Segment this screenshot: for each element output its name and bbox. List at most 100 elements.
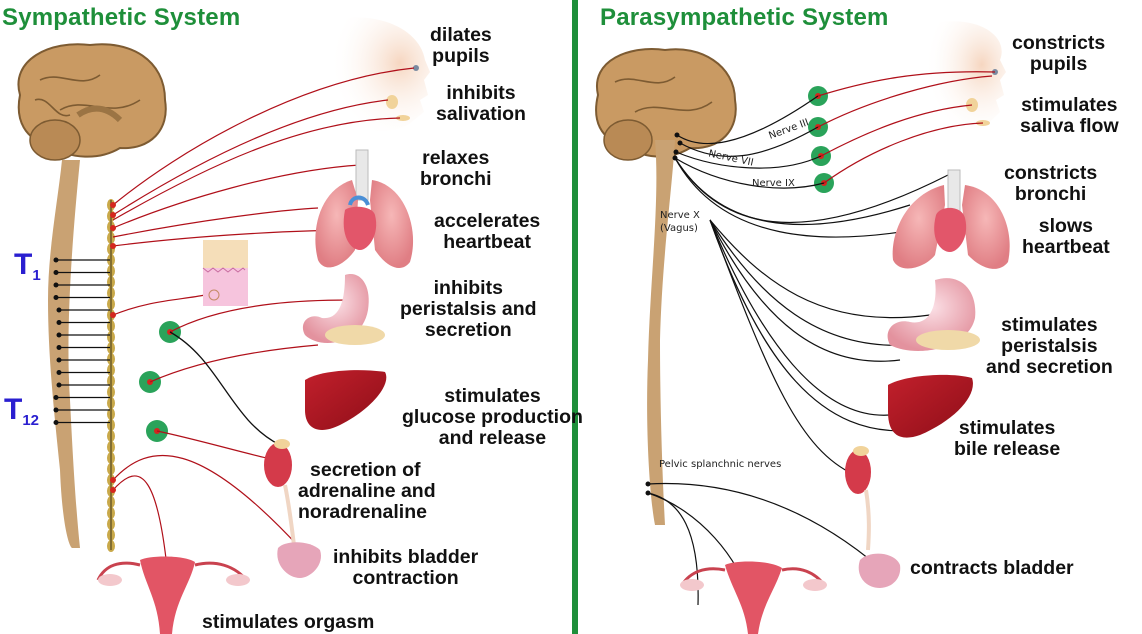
brain-icon [17, 43, 167, 161]
sympathetic-panel-art [17, 17, 430, 634]
preganglionic-line [709, 219, 891, 416]
postganglionic-line [112, 117, 401, 221]
synapse-dot [110, 487, 116, 493]
preganglionic-line [676, 95, 819, 145]
root-dot [53, 270, 59, 275]
lungs-heart-icon [892, 169, 1010, 269]
postganglionic-line [112, 294, 206, 316]
synapse-dot [110, 202, 116, 208]
root-dot [53, 407, 59, 413]
parasympathetic-nerve-lines [645, 71, 996, 606]
preganglionic-line [647, 482, 881, 569]
nerve-ix-label: Nerve IX [752, 178, 795, 189]
salivary-gland-icon [386, 95, 398, 109]
postganglionic-line [112, 99, 389, 216]
stomach-pancreas-icon [887, 278, 980, 351]
t12-letter: T [4, 393, 23, 426]
stomach-pancreas-icon [302, 274, 385, 345]
spinal-cord [48, 160, 80, 548]
salivary-gland-icon [396, 115, 410, 121]
synapse-dot [110, 225, 116, 231]
postganglionic-line [112, 164, 361, 229]
parasympathetic-title: Parasympathetic System [600, 4, 889, 31]
kidney-adrenal-icon [264, 439, 296, 546]
sympathetic-chain [107, 199, 115, 552]
postganglionic-line [823, 122, 984, 184]
synapse-dot [110, 243, 116, 249]
spinal-cord [647, 140, 675, 525]
root-dot [645, 490, 651, 496]
root-dot [645, 481, 651, 487]
effect-label-stimulates-orgasm: stimulates orgasm [202, 611, 375, 633]
postganglionic-line [112, 454, 301, 549]
pelvic-splanchnic-label: Pelvic splanchnic nerves [659, 459, 782, 470]
t1-letter: T [14, 248, 33, 281]
synapse-dot [110, 477, 116, 483]
t1-number: 1 [32, 267, 41, 284]
synapse-dot [110, 312, 116, 318]
preganglionic-line [709, 219, 909, 346]
uterus-icon [96, 556, 250, 634]
preganglionic-line [709, 219, 901, 362]
postganglionic-line [817, 75, 993, 128]
root-dot [53, 395, 59, 400]
postganglionic-line [112, 207, 319, 238]
postganglionic-line [169, 299, 351, 333]
preganglionic-line [709, 219, 931, 319]
brain-icon [595, 48, 737, 161]
bladder-icon [277, 542, 321, 578]
face-silhouette [330, 17, 430, 132]
nerve-x-label: Nerve X [660, 210, 700, 221]
lungs-heart-icon [315, 149, 414, 269]
preganglionic-line [679, 126, 819, 157]
t1-marker: T1 [14, 248, 41, 284]
liver-icon [888, 374, 973, 438]
preganglionic-line [674, 157, 911, 226]
t12-number: 12 [22, 412, 40, 429]
sympathetic-title: Sympathetic System [2, 4, 241, 31]
root-dot [53, 420, 59, 425]
postganglionic-line [149, 344, 319, 383]
panel-divider [572, 0, 578, 634]
preganglionic-line [709, 219, 856, 476]
postganglionic-line [156, 430, 277, 461]
uterus-icon [680, 561, 827, 634]
skin-hair-follicle-icon [202, 240, 248, 306]
eye-icon [413, 65, 419, 71]
parasympathetic-panel-art [595, 21, 1010, 634]
postganglionic-line [112, 67, 415, 206]
splanchnic-line [169, 331, 281, 446]
bladder-icon [858, 553, 901, 588]
postganglionic-line [817, 71, 996, 97]
preganglionic-line [674, 157, 825, 189]
root-dot [53, 257, 59, 263]
root-dot [53, 282, 59, 288]
t12-marker: T12 [4, 393, 39, 429]
preganglionic-line [674, 157, 941, 238]
face-silhouette [925, 21, 1006, 130]
liver-icon [305, 370, 387, 430]
preganglionic-line [675, 151, 822, 169]
vagus-label: (Vagus) [660, 223, 698, 234]
kidney-adrenal-icon [845, 446, 871, 551]
effect-label-contracts-bladder: contracts bladder [910, 557, 1074, 579]
synapse-dot [110, 212, 116, 218]
root-dot [53, 295, 59, 300]
postganglionic-line [820, 104, 973, 157]
